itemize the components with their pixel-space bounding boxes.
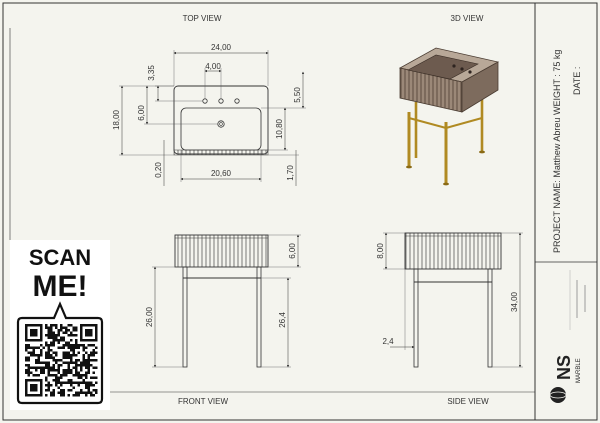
dim-overall-depth: 18,00 bbox=[112, 109, 121, 130]
qr-scan-text: SCAN bbox=[29, 245, 91, 270]
dim-back-offset: 3,35 bbox=[147, 65, 156, 81]
dim-side-leg-offset: 2,4 bbox=[382, 337, 394, 346]
dim-bowl-depth: 10,80 bbox=[275, 118, 284, 139]
iso-stretcher-front bbox=[408, 117, 447, 129]
iso-tap-1 bbox=[452, 64, 456, 68]
logo-mark: NS bbox=[554, 355, 574, 380]
iso-tap-2 bbox=[460, 67, 464, 71]
dim-front-leg-right: 26,4 bbox=[278, 312, 287, 328]
qr-me-text: ME! bbox=[33, 270, 88, 303]
date-label: DATE : bbox=[572, 67, 582, 95]
dim-bottom-offset: 0,20 bbox=[154, 162, 163, 178]
side-leg-right bbox=[487, 268, 493, 368]
dim-side-apron: 8,00 bbox=[376, 243, 385, 259]
side-leg-left bbox=[413, 268, 419, 368]
iso-view-title: 3D VIEW bbox=[451, 14, 484, 23]
drain-hole-inner bbox=[219, 122, 223, 126]
side-sink-apron bbox=[404, 232, 502, 270]
iso-stretcher-side bbox=[445, 117, 483, 129]
dim-right-upper: 5,50 bbox=[293, 87, 302, 103]
front-leg-left bbox=[182, 266, 188, 368]
iso-tap-3 bbox=[468, 70, 472, 74]
iso-sink-side bbox=[461, 61, 499, 113]
qr-code-icon bbox=[25, 324, 98, 397]
dim-side-overall: 34,00 bbox=[510, 291, 519, 312]
side-view: 8,00 34,00 2,4 bbox=[376, 232, 523, 368]
front-sink-apron bbox=[174, 234, 269, 268]
iso-basin bbox=[407, 54, 479, 80]
qr-panel: SCAN ME! bbox=[10, 240, 110, 410]
logo-sub: MARBLE bbox=[576, 358, 582, 383]
dim-tap-spacing: 4,00 bbox=[205, 62, 221, 71]
dim-front-apron: 6,00 bbox=[288, 243, 297, 259]
front-view: 6,00 26,00 26,4 bbox=[145, 234, 301, 368]
dim-top-width: 24,00 bbox=[211, 43, 232, 52]
top-view: 24,00 4,00 3,35 6,00 18,00 0,20 20,60 5,… bbox=[112, 43, 306, 186]
iso-foot-3 bbox=[479, 150, 485, 154]
front-view-title: FRONT VIEW bbox=[178, 397, 229, 406]
dim-front-lip: 1,70 bbox=[286, 165, 295, 181]
side-view-title: SIDE VIEW bbox=[447, 397, 489, 406]
iso-foot-2 bbox=[443, 182, 449, 186]
front-leg-right bbox=[256, 266, 262, 368]
title-block: PROJECT NAME: Matthew Abreu WEIGHT : 75 … bbox=[549, 50, 586, 403]
weight-label: WEIGHT : 75 kg bbox=[552, 50, 562, 115]
dim-left-depth: 6,00 bbox=[137, 105, 146, 121]
project-name: PROJECT NAME: Matthew Abreu bbox=[552, 118, 562, 253]
dim-bowl-width: 20,60 bbox=[211, 169, 232, 178]
top-front-fluting bbox=[173, 149, 269, 156]
dim-front-leg-left: 26,00 bbox=[145, 306, 154, 327]
iso-foot-1 bbox=[406, 165, 412, 169]
iso-view bbox=[398, 47, 500, 186]
top-view-title: TOP VIEW bbox=[183, 14, 222, 23]
tap-hole-right bbox=[234, 98, 240, 104]
logo-globe-band bbox=[549, 391, 567, 399]
logo-globe-icon bbox=[550, 387, 566, 403]
qr-speech-bubble bbox=[16, 301, 104, 405]
